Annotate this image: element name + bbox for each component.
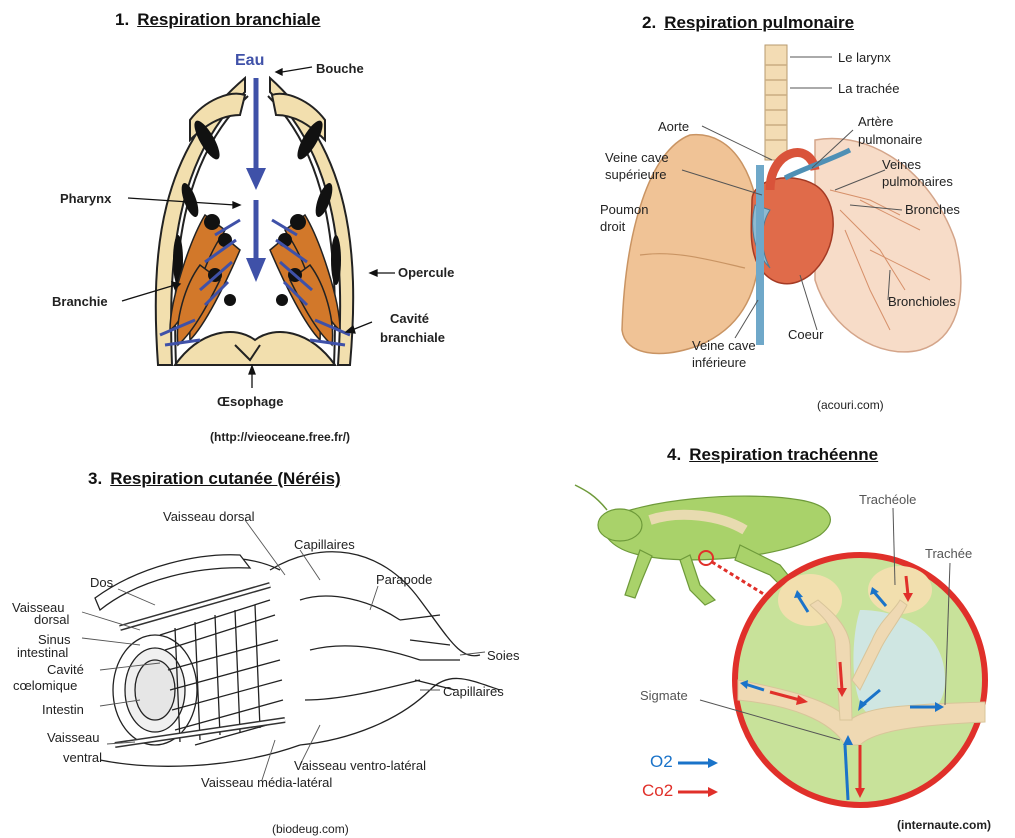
label-o2: O2 [650, 754, 673, 769]
label-co2: Co2 [642, 783, 673, 798]
label-sigmate: Sigmate [640, 688, 688, 703]
panel4-source: (internaute.com) [897, 818, 991, 832]
label-tracheole: Trachéole [859, 492, 916, 507]
label-trachee-4: Trachée [925, 546, 972, 561]
